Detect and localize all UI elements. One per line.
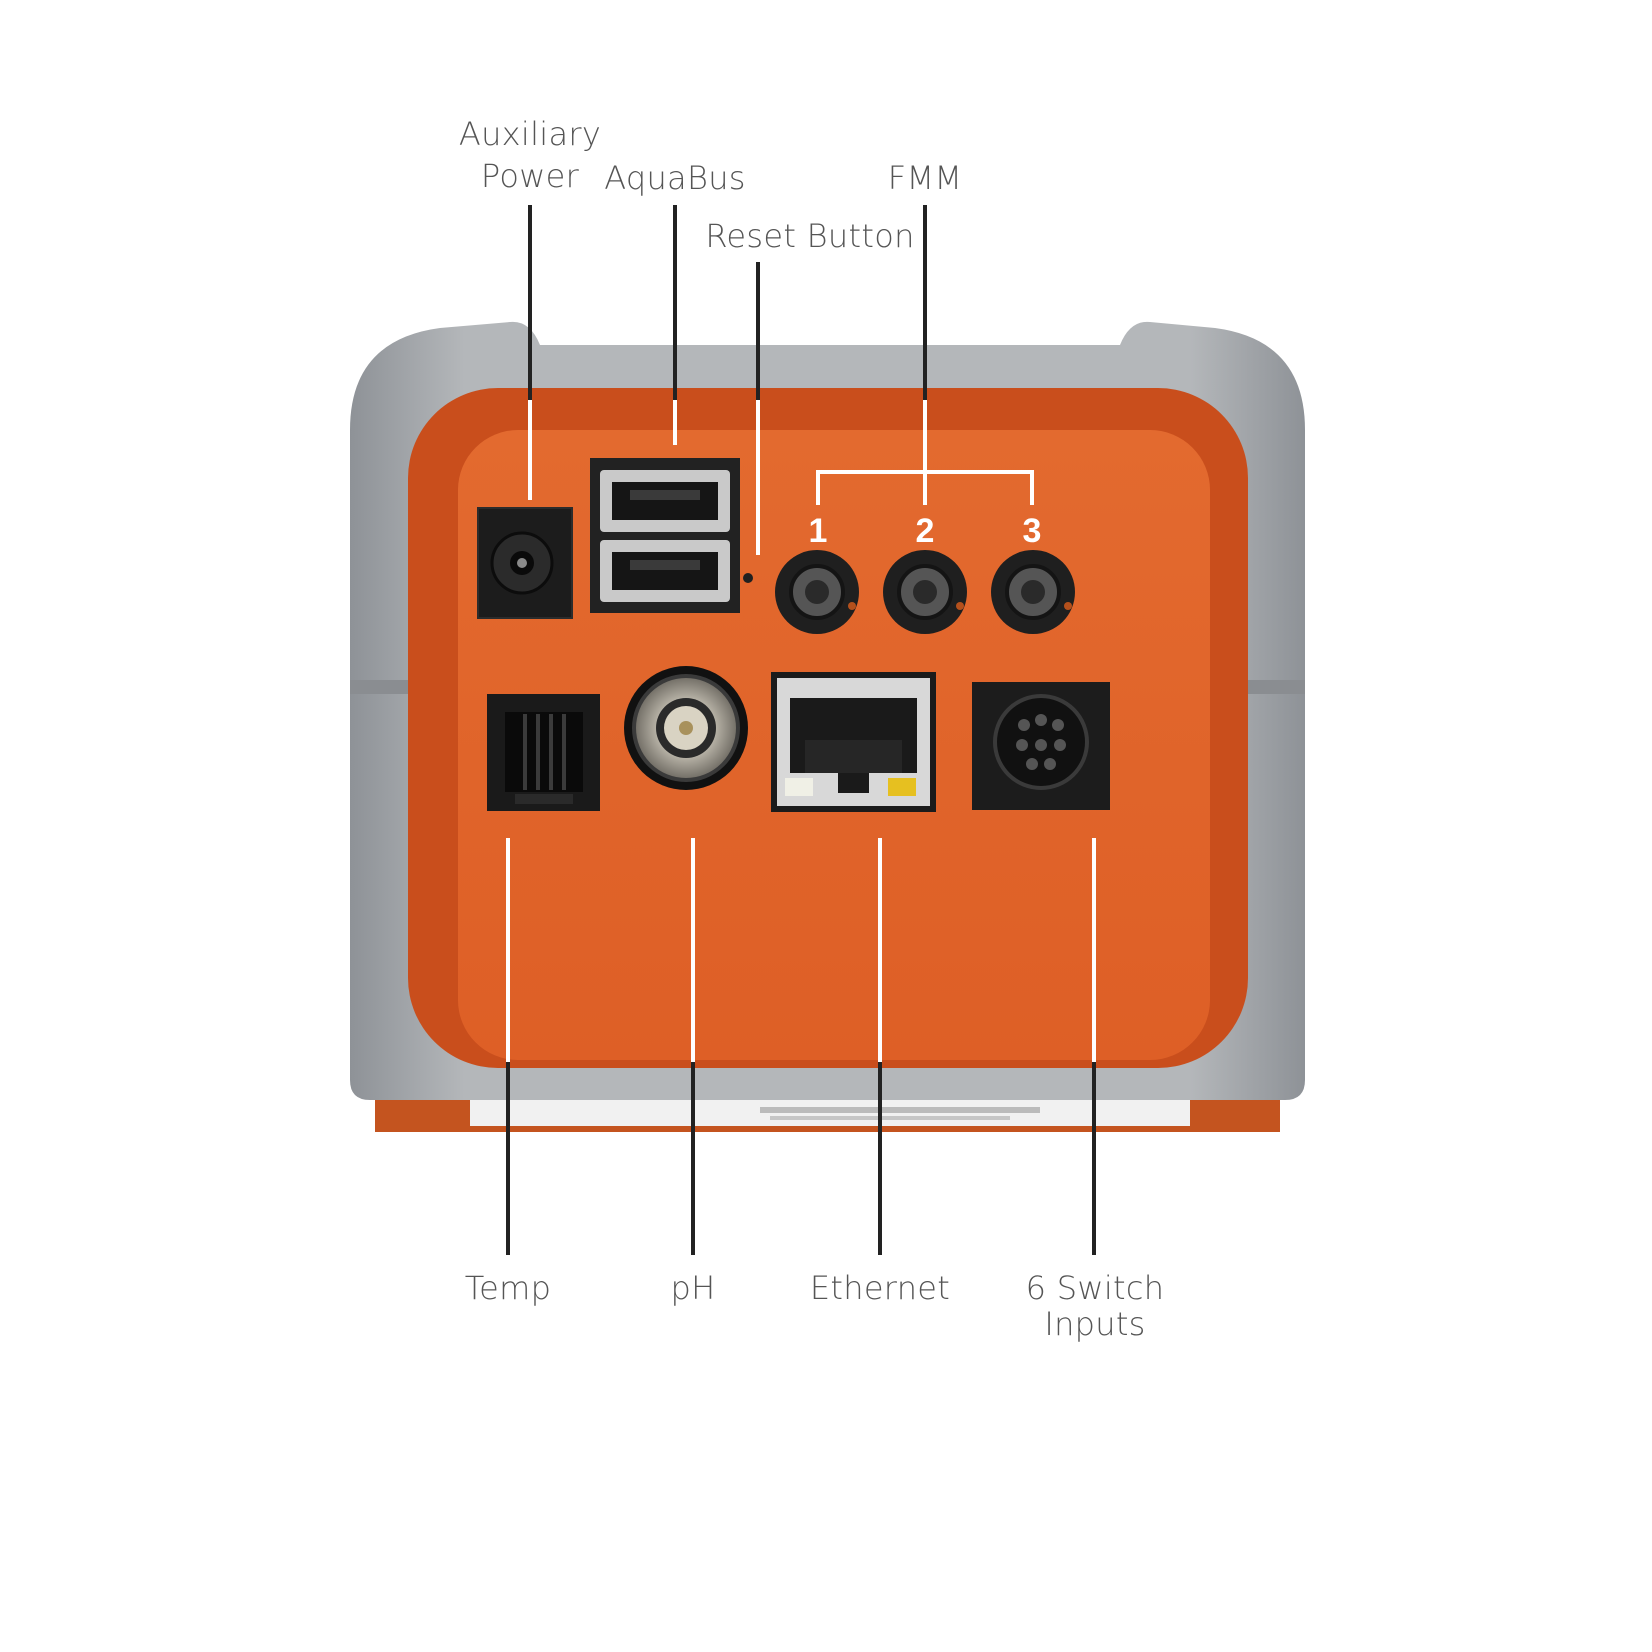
label-auxiliary-power-line1: Auxiliary bbox=[458, 115, 602, 153]
ph-bnc-connector bbox=[624, 666, 748, 790]
aquabus-usb-ports bbox=[590, 458, 740, 613]
fmm-port-number: 1 bbox=[809, 512, 828, 550]
reset-button bbox=[743, 573, 753, 583]
fmm-port-2 bbox=[883, 550, 967, 634]
fmm-port-1 bbox=[775, 550, 859, 634]
label-ph: pH bbox=[670, 1269, 716, 1307]
label-6-switch-inputs-line2: Inputs bbox=[1044, 1305, 1146, 1343]
ethernet-jack bbox=[771, 672, 936, 812]
fmm-port-number: 2 bbox=[916, 512, 935, 550]
upper-leader-lines bbox=[528, 205, 927, 555]
fmm-port-number: 3 bbox=[1023, 512, 1042, 550]
label-aquabus: AquaBus bbox=[604, 159, 746, 197]
switch-inputs-din bbox=[972, 682, 1110, 810]
label-6-switch-inputs: 6 Switch Inputs bbox=[1010, 1270, 1180, 1342]
temp-rj-jack bbox=[487, 694, 600, 811]
aux-power-jack bbox=[477, 507, 573, 619]
label-auxiliary-power-line2: Power bbox=[480, 157, 580, 195]
label-temp: Temp bbox=[464, 1269, 552, 1307]
fmm-port-3 bbox=[991, 550, 1075, 634]
label-auxiliary-power: Auxiliary Power bbox=[430, 116, 630, 194]
label-fmm: FMM bbox=[887, 159, 963, 197]
label-reset-button: Reset Button bbox=[705, 217, 915, 255]
lower-leader-lines bbox=[506, 838, 1096, 1255]
label-ethernet: Ethernet bbox=[809, 1269, 951, 1307]
label-6-switch-inputs-line1: 6 Switch bbox=[1025, 1269, 1165, 1307]
